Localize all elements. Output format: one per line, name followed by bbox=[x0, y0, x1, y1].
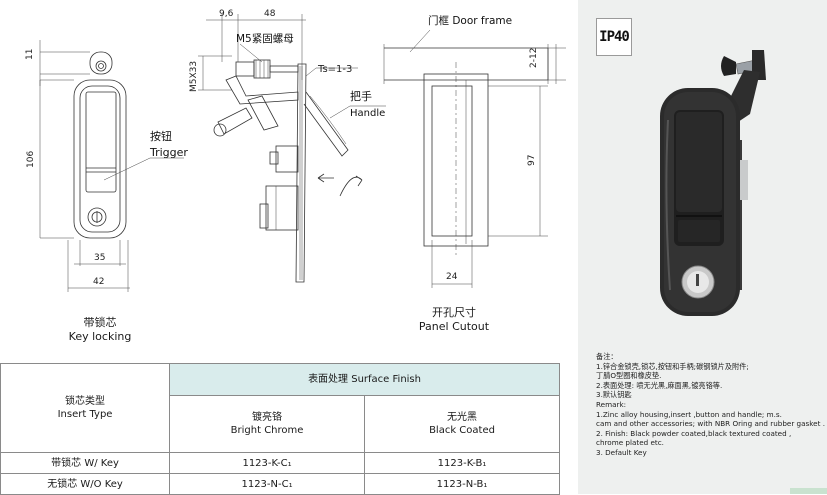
row-chrome-cell: 1123-N-C₁ bbox=[169, 473, 366, 495]
remark-line: 丁腈O型圈和橡皮垫. bbox=[596, 371, 662, 381]
bright-chrome-header-en: Bright Chrome bbox=[230, 425, 304, 436]
bright-chrome-header-cn: 镀亮铬 bbox=[252, 412, 283, 423]
insert-type-header-cn: 锁芯类型 bbox=[65, 396, 106, 407]
m5-nut-label: M5紧固螺母 bbox=[236, 33, 294, 45]
trigger-label-en: Trigger bbox=[149, 146, 188, 159]
row-type-cell: 带锁芯 W/ Key bbox=[0, 452, 171, 474]
remark-line: 2. Finish: Black powder coated,black tex… bbox=[596, 428, 792, 438]
table-subheader-row: 镀亮铬 Bright Chrome 无光黑 Black Coated bbox=[1, 395, 560, 453]
ip-rating-badge: IP40 bbox=[596, 18, 632, 56]
bright-chrome-header: 镀亮铬 Bright Chrome bbox=[169, 395, 366, 453]
dim-24-label: 24 bbox=[446, 272, 458, 282]
spec-table: 锁芯类型 Insert Type 表面处理 Surface Finish 镀亮铬… bbox=[0, 363, 560, 495]
handle-label-cn: 把手 bbox=[350, 89, 372, 103]
dim-2-12-label: 2-12 bbox=[529, 48, 539, 68]
dim-m5x33-label: M5X33 bbox=[189, 61, 199, 92]
product-photo bbox=[660, 50, 766, 316]
black-coated-header: 无光黑 Black Coated bbox=[364, 395, 560, 453]
corner-accent bbox=[790, 488, 827, 494]
panel-cutout-caption: 开孔尺寸 Panel Cutout bbox=[414, 306, 494, 334]
surface-finish-header: 表面处理 Surface Finish bbox=[169, 363, 560, 396]
black-coated-header-cn: 无光黑 bbox=[447, 412, 478, 423]
handle-label-en: Handle bbox=[350, 108, 385, 119]
row-black-cell: 1123-K-B₁ bbox=[364, 452, 560, 474]
remark-line: 3. Default Key bbox=[596, 447, 647, 457]
dim-42-label: 42 bbox=[93, 277, 104, 287]
remark-line: 1.Zinc alloy housing,insert ,button and … bbox=[596, 409, 782, 419]
panel-cutout-view bbox=[383, 29, 566, 288]
panel-cutout-caption-cn: 开孔尺寸 bbox=[432, 306, 476, 319]
trigger-label-cn: 按钮 bbox=[150, 129, 172, 143]
door-frame-label: 门框 Door frame bbox=[428, 14, 512, 27]
ts-label: Ts=1-3 bbox=[317, 64, 352, 75]
remark-line: 2.表面处理: 喷无光黑,麻面黑,镀亮铬等. bbox=[596, 380, 723, 390]
remark-line: 备注： bbox=[596, 352, 618, 361]
row-chrome-cell: 1123-K-C₁ bbox=[169, 452, 366, 474]
row-type-cell: 无锁芯 W/O Key bbox=[0, 473, 171, 495]
dim-48-label: 48 bbox=[264, 9, 276, 19]
row-black-cell: 1123-N-B₁ bbox=[364, 473, 560, 495]
remark-line: 1.锌合金锁壳,锁芯,按钮和手柄;碳钢锁片及附件; bbox=[596, 361, 749, 371]
black-coated-header-en: Black Coated bbox=[429, 425, 495, 436]
remark-line: cam and other accessories; with NBR Orin… bbox=[596, 419, 825, 429]
panel-cutout-caption-en: Panel Cutout bbox=[418, 320, 490, 333]
dim-106-label: 106 bbox=[26, 151, 36, 168]
front-view bbox=[39, 40, 184, 292]
table-header-row: 锁芯类型 Insert Type 表面处理 Surface Finish bbox=[0, 363, 560, 453]
key-locking-caption-en: Key locking bbox=[68, 330, 132, 343]
remark-line: chrome plated etc. bbox=[596, 438, 664, 448]
table-row: 带锁芯 W/ Key 1123-K-C₁ 1123-K-B₁ bbox=[0, 452, 560, 474]
key-locking-caption-cn: 带锁芯 bbox=[83, 316, 117, 329]
dim-9-6-label: 9,6 bbox=[219, 9, 234, 19]
remarks-block: 备注： 1.锌合金锁壳,锁芯,按钮和手柄;碳钢锁片及附件; 丁腈O型圈和橡皮垫.… bbox=[596, 352, 825, 458]
table-row: 无锁芯 W/O Key 1123-N-C₁ 1123-N-B₁ bbox=[0, 473, 560, 495]
insert-type-header: 锁芯类型 Insert Type bbox=[0, 363, 171, 453]
key-locking-caption: 带锁芯 Key locking bbox=[60, 316, 140, 344]
side-view bbox=[198, 14, 386, 283]
remark-line: 3.默认钥匙 bbox=[596, 390, 632, 400]
insert-type-header-en: Insert Type bbox=[57, 409, 113, 420]
remark-line: Remark: bbox=[596, 399, 627, 409]
technical-drawing: 11 106 35 42 按钮 Trigger bbox=[25, 9, 566, 292]
dim-11-label: 11 bbox=[25, 49, 35, 60]
dim-97-label: 97 bbox=[527, 155, 537, 166]
dim-35-label: 35 bbox=[94, 253, 105, 263]
